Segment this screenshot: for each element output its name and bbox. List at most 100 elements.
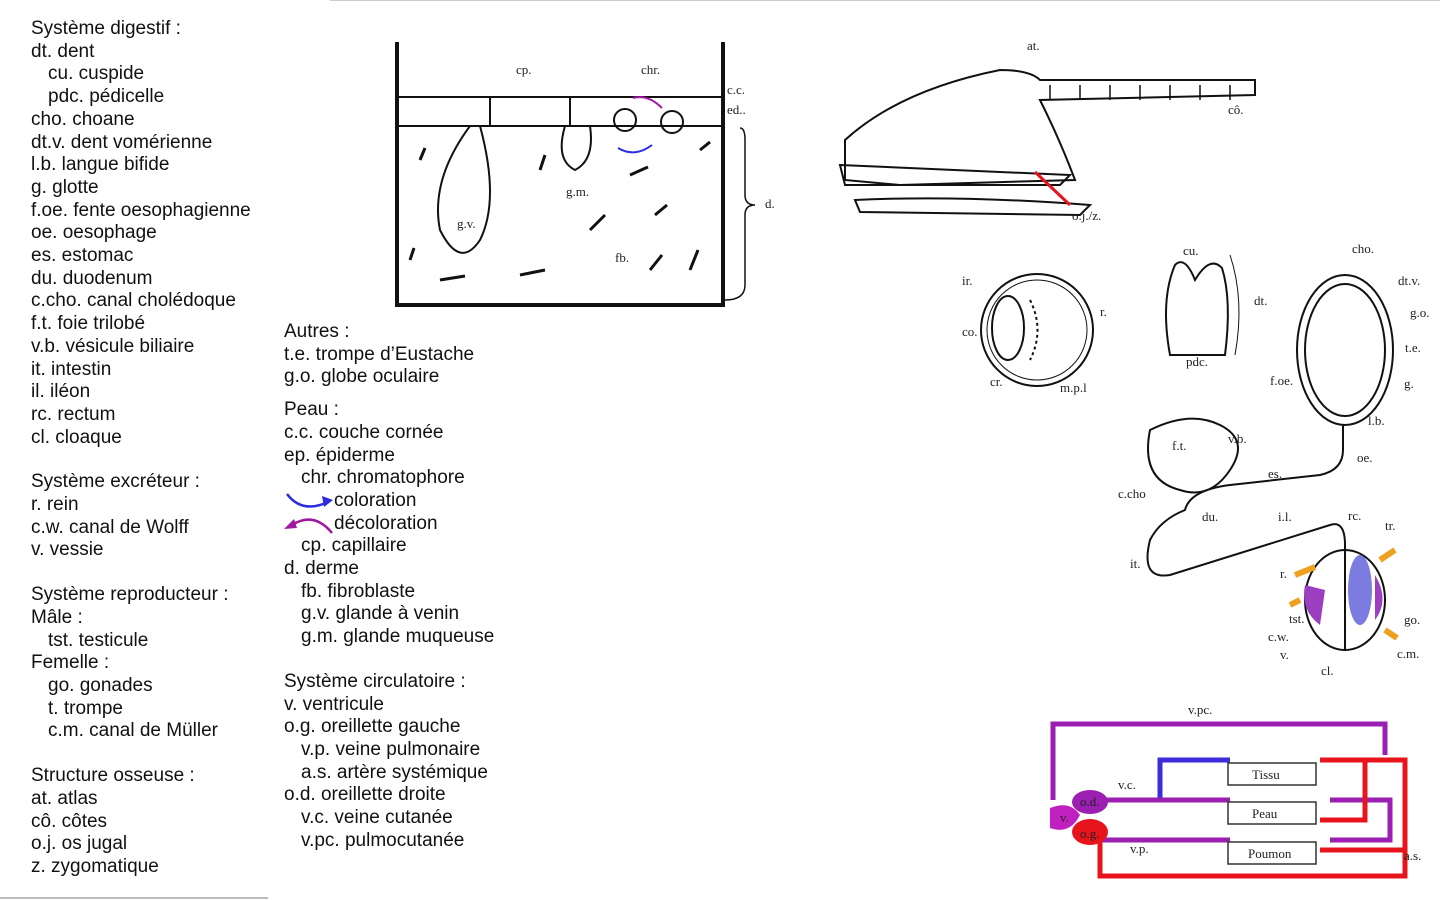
- label: v.c.: [1118, 777, 1136, 792]
- legend-item: cp. capillaire: [301, 535, 407, 557]
- legend-item: rc. rectum: [31, 403, 116, 425]
- label: go.: [1404, 612, 1420, 627]
- label: tr.: [1385, 518, 1395, 533]
- legend-item: o.j. os jugal: [31, 833, 128, 855]
- label: es.: [1268, 466, 1282, 481]
- label: ed..: [727, 102, 746, 117]
- label: fb.: [615, 250, 629, 265]
- label: l.b.: [1368, 413, 1385, 428]
- subsection-title: Mâle :: [31, 606, 83, 628]
- tract-labels: f.t. v.b. es. oe. c.cho du. i.l. it. rc.…: [1118, 431, 1420, 678]
- label: it.: [1130, 556, 1140, 571]
- reproductive-organs: [1288, 547, 1399, 641]
- legend-item: v. vessie: [31, 539, 104, 561]
- label: cp.: [516, 62, 532, 77]
- label: dt.: [1254, 293, 1267, 308]
- label: at.: [1027, 38, 1040, 53]
- legend-item: il. iléon: [31, 381, 91, 403]
- legend-item: r. rein: [31, 494, 79, 516]
- label: v.: [1280, 647, 1289, 662]
- label: tst.: [1289, 611, 1305, 626]
- blue-arrow-icon: [286, 493, 333, 508]
- legend-item: o.g. oreillette gauche: [284, 716, 461, 738]
- legend-item: v.c. veine cutanée: [301, 807, 453, 829]
- label: cl.: [1321, 663, 1334, 678]
- legend-item-decoloration: décoloration: [284, 513, 494, 536]
- legend-item: d. derme: [284, 558, 359, 580]
- legend-item: f.t. foie trilobé: [31, 313, 146, 335]
- label: v.b.: [1228, 431, 1247, 446]
- label: co.: [962, 324, 978, 339]
- legend-item: z. zygomatique: [31, 855, 159, 877]
- legend-item: c.cho. canal cholédoque: [31, 290, 236, 312]
- legend-item-coloration: coloration: [284, 490, 494, 513]
- purple-arrow-icon: [284, 517, 333, 534]
- legend-item: fb. fibroblaste: [301, 580, 416, 602]
- legend-item: a.s. artère systémique: [301, 761, 488, 783]
- legend-item: c.m. canal de Müller: [48, 720, 219, 742]
- circulation-diagram: [1050, 721, 1408, 879]
- legend-item: t.e. trompe d’Eustache: [284, 343, 475, 365]
- digestive-tract-diagram: [1146, 274, 1394, 651]
- bottom-divider: [0, 897, 268, 899]
- legend-item: f.oe. fente oesophagienne: [31, 199, 251, 221]
- label: c.m.: [1397, 646, 1419, 661]
- legend-item: chr. chromatophore: [301, 467, 465, 489]
- legend-item: pdc. pédicelle: [48, 86, 165, 108]
- legend-item: v.p. veine pulmonaire: [301, 738, 481, 760]
- snake-skull-diagram: [838, 68, 1256, 217]
- label: d.: [765, 196, 775, 211]
- section-title-autres: Autres :: [284, 321, 350, 342]
- label: Peau: [1252, 806, 1278, 821]
- label: f.t.: [1172, 438, 1186, 453]
- eye-diagram: [980, 273, 1094, 387]
- label: g.v.: [457, 216, 476, 231]
- legend-item: ep. épiderme: [284, 444, 395, 466]
- label: g.: [1404, 376, 1414, 391]
- red-pointer-arrow: [1033, 170, 1072, 207]
- legend-item: cho. choane: [31, 108, 135, 130]
- label: v.pc.: [1188, 702, 1212, 717]
- circulation-labels: v.pc. v.c. o.d. v. o.g. v.p. Tissu Peau …: [1060, 702, 1421, 863]
- label: cho.: [1352, 241, 1374, 256]
- legend-item: dt. dent: [31, 40, 95, 62]
- legend-item: v.pc. pulmocutanée: [301, 829, 465, 851]
- legend-item: o.d. oreillette droite: [284, 784, 446, 806]
- label: du.: [1202, 509, 1218, 524]
- legend-item: v.b. vésicule biliaire: [31, 335, 195, 357]
- label: c.c.: [727, 82, 745, 97]
- legend-item: du. duodenum: [31, 267, 153, 289]
- legend-item: g.m. glande muqueuse: [301, 626, 495, 648]
- label: c.w.: [1268, 629, 1289, 644]
- label: i.l.: [1278, 509, 1292, 524]
- label: cu.: [1183, 243, 1199, 258]
- legend-item: l.b. langue bifide: [31, 154, 170, 176]
- legend-item: es. estomac: [31, 245, 134, 267]
- skin-section-diagram: [395, 42, 756, 307]
- label: oe.: [1357, 450, 1373, 465]
- legend-item: cl. cloaque: [31, 426, 122, 448]
- legend-left: Système digestif : dt. dent cu. cuspide …: [31, 18, 251, 879]
- label: t.e.: [1405, 340, 1421, 355]
- section-title-osseuse: Structure osseuse :: [31, 765, 195, 787]
- subsection-title: Femelle :: [31, 652, 110, 674]
- legend-item: tst. testicule: [48, 629, 149, 651]
- label: o.j./z.: [1072, 208, 1101, 223]
- label: chr.: [641, 62, 660, 77]
- section-title-reproducteur: Système reproducteur :: [31, 584, 229, 606]
- label: pdc.: [1186, 354, 1208, 369]
- coloration-arrow: [617, 144, 653, 154]
- label: o.d.: [1080, 794, 1100, 809]
- label: Tissu: [1252, 767, 1280, 782]
- legend-item: dt.v. dent vomérienne: [31, 131, 213, 153]
- legend-label: coloration: [334, 489, 417, 511]
- tooth-diagram: [1165, 254, 1240, 356]
- legend-item: at. atlas: [31, 787, 98, 809]
- label: f.oe.: [1270, 373, 1293, 388]
- section-title-circulatoire: Système circulatoire :: [284, 670, 466, 692]
- legend-item: g. glotte: [31, 176, 99, 198]
- label: m.p.l: [1060, 380, 1087, 395]
- legend-item: cô. côtes: [31, 810, 108, 832]
- legend-item: cu. cuspide: [48, 63, 145, 85]
